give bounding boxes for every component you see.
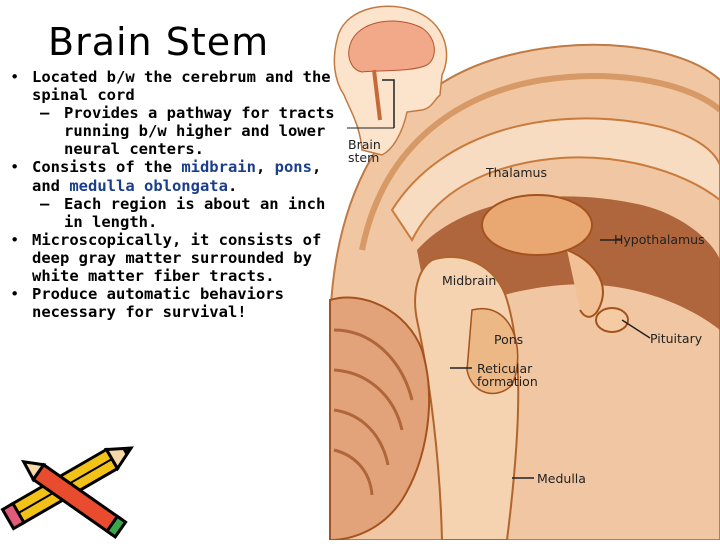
label-hypothalamus: Hypothalamus	[614, 232, 705, 247]
leader-pituitary	[621, 319, 651, 339]
bullet-4: • Produce automatic behaviors necessary …	[6, 285, 336, 321]
thalamus-shape	[481, 194, 593, 256]
bullet-3: • Microscopically, it consists of deep g…	[6, 231, 336, 285]
head-inset-stem	[372, 69, 382, 121]
cerebrum-fold-upper	[359, 73, 720, 251]
cerebellum-folds	[333, 328, 414, 496]
sub-bullet-dash: –	[40, 194, 50, 213]
bullet-1: • Located b/w the cerebrum and the spina…	[6, 68, 336, 104]
label-pituitary: Pituitary	[650, 331, 703, 346]
head-inset-brain	[348, 20, 435, 73]
bullet-dot: •	[10, 285, 20, 304]
bullet-2: • Consists of the midbrain, pons, and me…	[6, 158, 336, 194]
bullet-dot: •	[10, 230, 20, 249]
sub-bullet-dash: –	[40, 104, 50, 123]
bullet-3-text: Microscopically, it consists of deep gra…	[32, 230, 322, 286]
label-medulla: Medulla	[537, 471, 586, 486]
brain-illustration	[329, 5, 720, 542]
sub-bullet-2-text: Each region is about an inch in length.	[64, 194, 326, 231]
label-midbrain: Midbrain	[442, 273, 497, 288]
slide-title: Brain Stem	[48, 20, 270, 64]
sub-bullet-2: – Each region is about an inch in length…	[6, 195, 336, 231]
sub-bullet-1: – Provides a pathway for tracts running …	[6, 104, 336, 158]
bullet-1-text: Located b/w the cerebrum and the spinal …	[32, 68, 331, 105]
bullet-dot: •	[10, 68, 20, 86]
bullet-dot: •	[10, 158, 20, 177]
term-pons: pons	[274, 158, 312, 177]
pituitary-shape	[595, 307, 629, 333]
corpus-callosum	[390, 117, 720, 242]
term-medulla: medulla oblongata	[69, 176, 228, 195]
bullet-list: • Located b/w the cerebrum and the spina…	[6, 68, 336, 321]
bullet-2-text: Consists of the midbrain, pons, and medu…	[32, 158, 322, 195]
hypothalamus-shape	[566, 249, 604, 318]
bullet-4-text: Produce automatic behaviors necessary fo…	[32, 285, 284, 322]
cerebellum-shape	[329, 296, 431, 542]
leader-brain-stem	[382, 79, 395, 128]
label-pons: Pons	[494, 332, 524, 347]
term-midbrain: midbrain	[181, 158, 256, 177]
pencil-icon	[0, 446, 134, 539]
pons-bulge	[466, 307, 519, 395]
sub-bullet-1-text: Provides a pathway for tracts running b/…	[64, 104, 335, 159]
label-thalamus: Thalamus	[486, 165, 547, 180]
